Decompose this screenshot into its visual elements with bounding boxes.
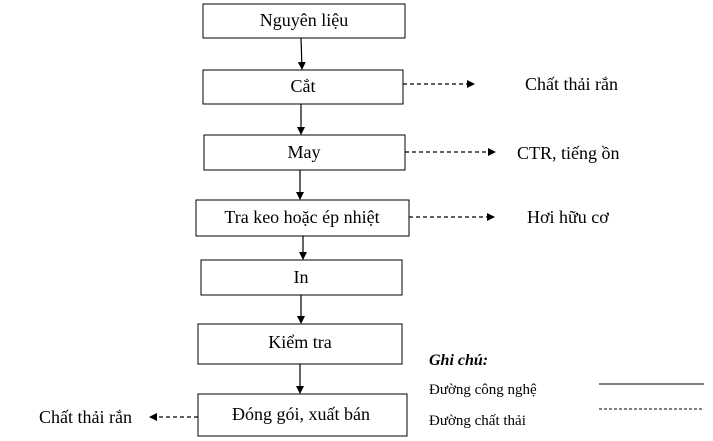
step-label: In <box>294 267 309 287</box>
waste-label: Chất thải rắn <box>525 74 618 94</box>
legend-process-label: Đường công nghệ <box>429 382 537 398</box>
waste-label: CTR, tiếng ồn <box>517 143 620 163</box>
step-may: May <box>203 134 406 171</box>
step-kiem-tra: Kiểm tra <box>197 323 403 365</box>
process-arrow <box>297 37 306 70</box>
step-in: In <box>200 259 403 296</box>
legend-waste-label: Đường chất thải <box>429 413 526 429</box>
step-nguyen-lieu: Nguyên liệu <box>202 3 406 39</box>
step-tra-keo: Tra keo hoặc ép nhiệt <box>195 199 410 237</box>
legend-title: Ghi chú: <box>429 352 488 369</box>
step-label: Cắt <box>291 76 316 96</box>
step-label: Kiểm tra <box>268 332 331 352</box>
waste-label: Chất thải rắn <box>39 407 132 427</box>
step-cat: Cắt <box>202 69 404 105</box>
step-label: Tra keo hoặc ép nhiệt <box>224 207 379 227</box>
step-label: May <box>288 142 321 162</box>
step-label: Đóng gói, xuất bán <box>232 404 370 424</box>
waste-label: Hơi hữu cơ <box>527 207 609 227</box>
step-label: Nguyên liệu <box>260 10 348 30</box>
legend: Ghi chú: Đường công nghệ Đường chất thải <box>429 352 704 429</box>
step-dong-goi: Đóng gói, xuất bán <box>197 393 408 437</box>
